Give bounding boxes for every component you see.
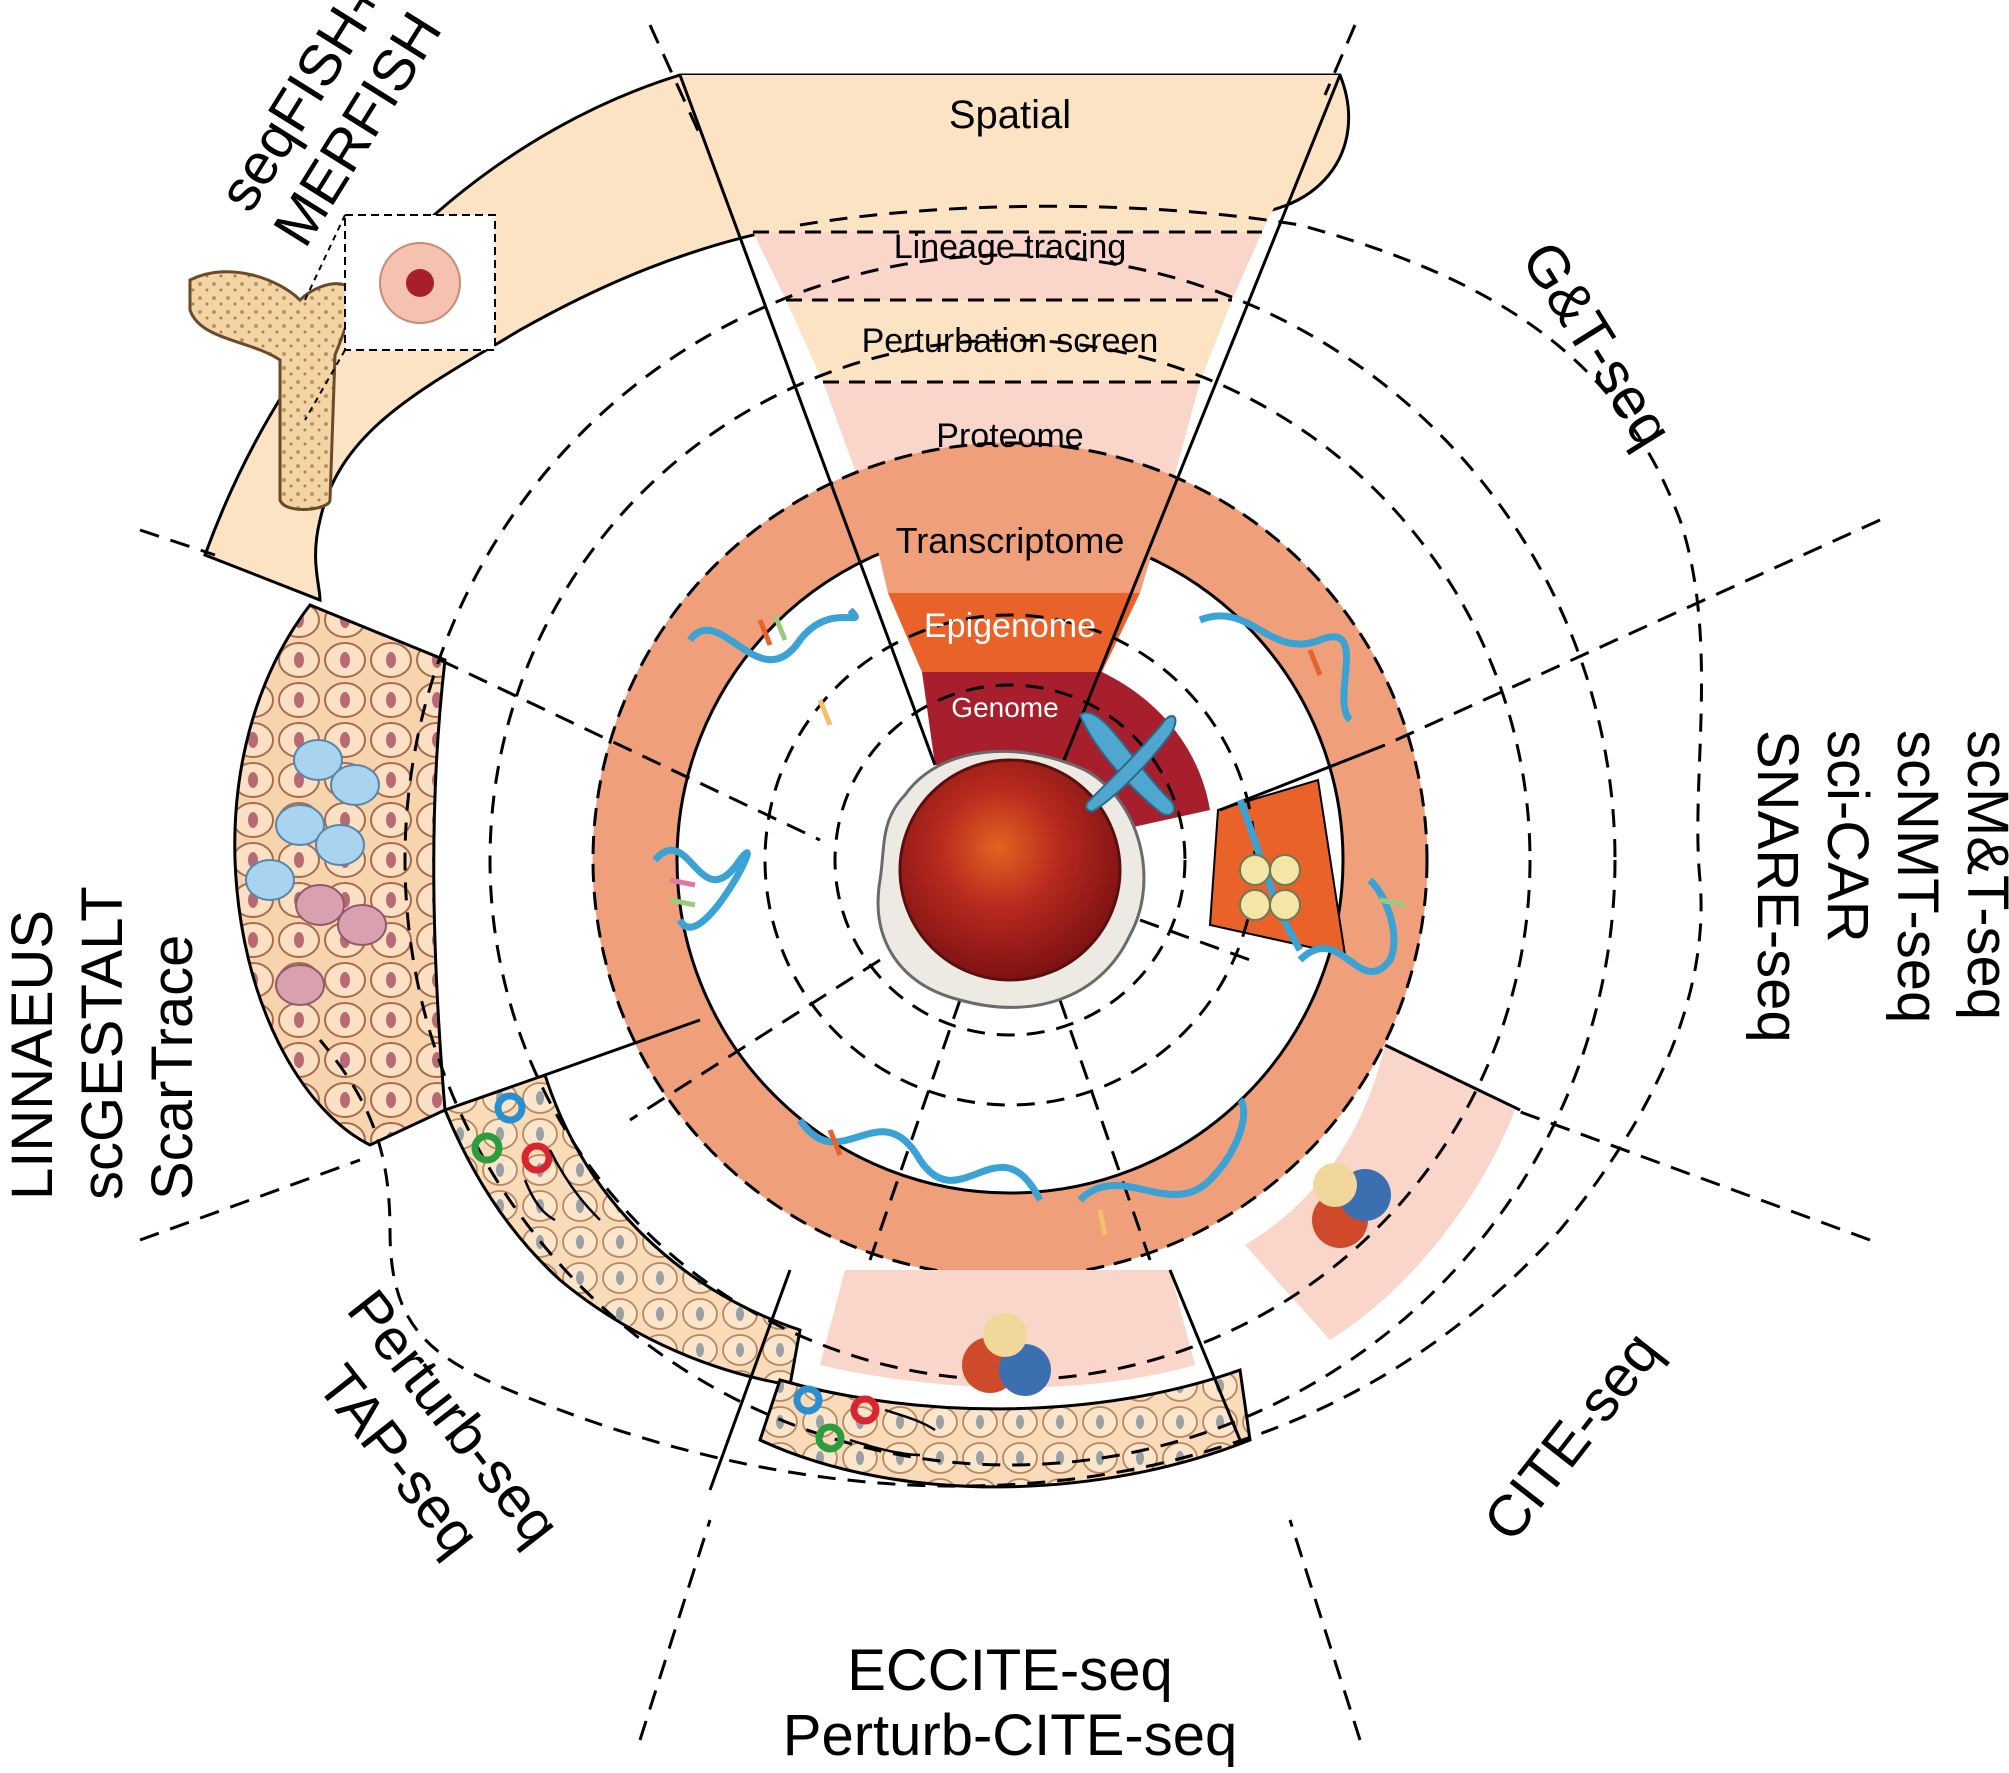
base-pair-ticks: [669, 614, 1406, 1236]
guide-rna-icons: [471, 1092, 880, 1453]
chromosome-icon: [1078, 711, 1177, 816]
method-sci-car: sci-CAR: [1815, 730, 1880, 943]
layer-label-genome: Genome: [951, 692, 1058, 723]
labeled-clone-cells: [245, 739, 387, 1006]
layer-label-transcriptome: Transcriptome: [896, 520, 1125, 561]
method-scmt-seq: scM&T-seq: [1955, 730, 2009, 1020]
protein-icon: [1312, 1163, 1391, 1248]
method-scartrace: ScarTrace: [140, 935, 205, 1200]
radial-dividers: [139, 24, 1881, 1741]
method-linnaeus: LINNAEUS: [0, 910, 65, 1200]
wedge-lineage-segment: [753, 232, 1262, 300]
arrows: [523, 1149, 936, 1457]
wedge-boundaries: [544, 74, 1521, 1491]
perturbation-band: [443, 1073, 802, 1387]
layer-label-lineage: Lineage tracing: [894, 228, 1127, 266]
method-cite-seq: CITE-seq: [1471, 1320, 1673, 1553]
epigenome-wedge: [888, 593, 1140, 672]
nucleosome-icon: [1239, 854, 1301, 921]
wedge-perturbation-segment: [786, 300, 1232, 382]
layer-label-proteome: Proteome: [936, 417, 1083, 455]
nucleus: [898, 758, 1122, 982]
protein-icon-bottom: [962, 1313, 1051, 1396]
perturbation-band-bottom: [758, 1367, 1252, 1489]
tissue-inset: [304, 214, 496, 421]
method-snare-seq: SNARE-seq: [1745, 730, 1810, 1043]
method-gt-seq: G&T-seq: [1509, 230, 1685, 459]
layer-label-perturbation: Perturbation screen: [862, 322, 1159, 360]
method-perturb-cite-seq: Perturb-CITE-seq: [783, 1703, 1237, 1768]
method-eccite-seq: ECCITE-seq: [847, 1638, 1173, 1703]
method-scgestalt: scGESTALT: [70, 886, 135, 1200]
lineage-tissue: [233, 603, 447, 1147]
layer-label-spatial: Spatial: [949, 93, 1071, 137]
wedge-spatial-segment: [680, 75, 1340, 232]
layer-label-epigenome: Epigenome: [924, 607, 1096, 645]
method-scnmt-seq: scNMT-seq: [1885, 730, 1950, 1023]
transcriptome-ring: [592, 442, 1428, 1278]
